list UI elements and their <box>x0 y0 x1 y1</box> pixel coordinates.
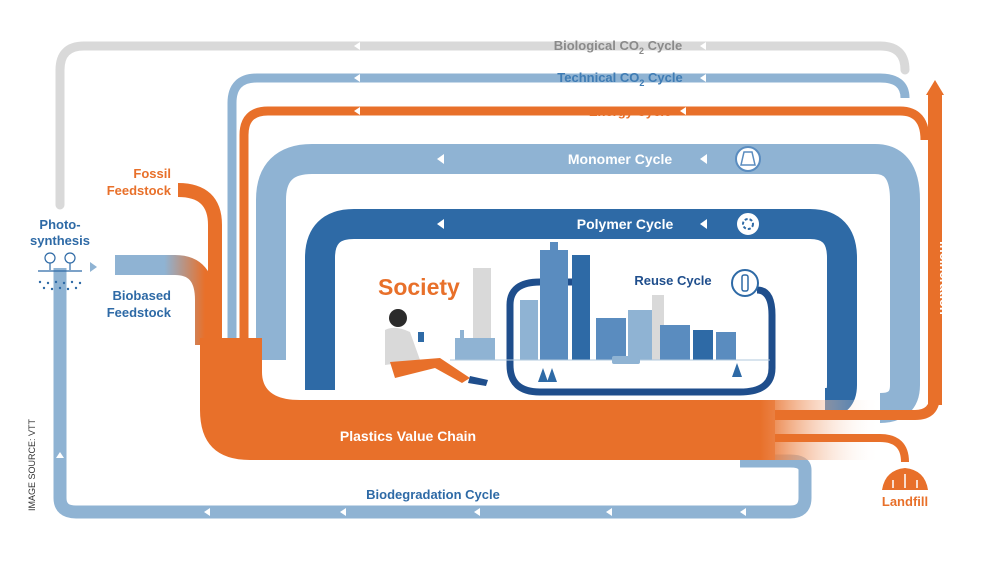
energy-cycle-loop <box>239 106 930 340</box>
flask-icon <box>735 146 761 172</box>
fossil-feedstock-stream <box>177 183 222 345</box>
seeds-dots <box>38 280 82 291</box>
city-icon <box>450 242 770 382</box>
value-chain-fade <box>760 400 880 460</box>
biodegradation-cycle-loop <box>53 268 812 519</box>
biobased-feedstock-stream <box>115 255 215 345</box>
technical-cycle-label: Technical CO2 Cycle <box>557 70 682 88</box>
incineration-arrowhead <box>926 80 944 95</box>
polymer-cycle-band <box>305 209 857 418</box>
reuse-cycle-loop <box>506 278 776 396</box>
value-chain-label: Plastics Value Chain <box>340 428 476 444</box>
landfill-icon <box>882 468 928 490</box>
reader-person-icon <box>385 309 488 386</box>
society-label: Society <box>378 274 460 300</box>
energy-cycle-label: Energy Cycle <box>589 104 671 119</box>
incineration-label: Incineration <box>937 241 952 315</box>
incineration-fill <box>928 95 942 405</box>
polymer-cycle-label: Polymer Cycle <box>577 216 674 232</box>
monomer-cycle-label: Monomer Cycle <box>568 151 672 167</box>
technical-cycle-loop <box>227 73 910 340</box>
reuse-cycle-label: Reuse Cycle <box>634 273 711 288</box>
recycle-gear-icon <box>735 211 761 237</box>
trees-icon <box>38 252 82 272</box>
biological-cycle-loop <box>55 41 910 210</box>
bottle-recycle-icon <box>731 269 759 297</box>
biodegradation-cycle-label: Biodegradation Cycle <box>366 487 500 502</box>
monomer-cycle-band <box>256 144 920 423</box>
direction-arrows <box>56 42 746 516</box>
image-source-label: IMAGE SOURCE: VTT <box>27 418 37 511</box>
landfill-label: Landfill <box>882 494 928 509</box>
photosynthesis-bottom-arrow-icon <box>56 301 64 307</box>
biological-cycle-label: Biological CO2 Cycle <box>554 38 683 56</box>
photosynthesis-label: Photo-synthesis <box>30 217 90 248</box>
plastics-value-chain-band <box>200 338 775 460</box>
landfill-stream <box>775 434 909 463</box>
photosynthesis-arrow-icon <box>90 262 97 272</box>
